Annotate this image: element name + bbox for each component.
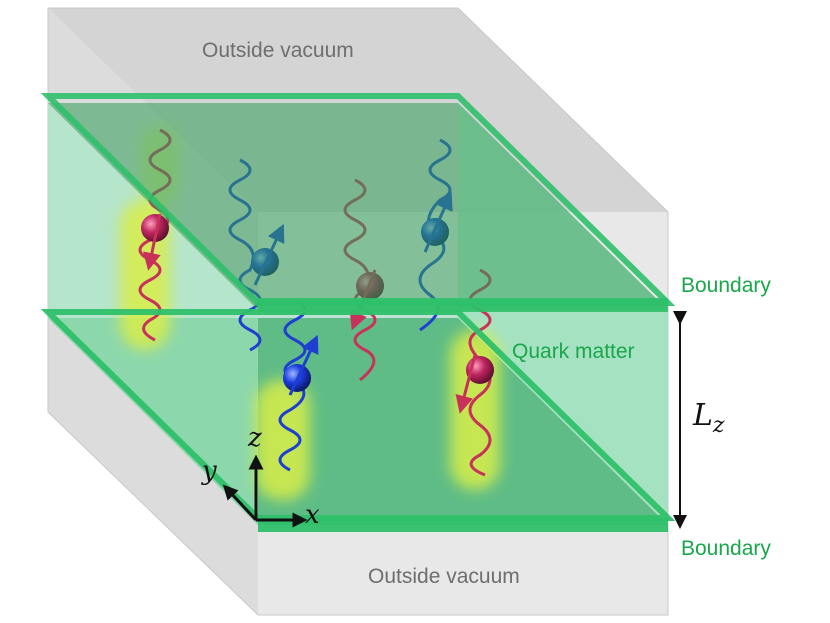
lz-label: Lz <box>693 398 725 438</box>
boundary-top-label: Boundary <box>681 274 771 297</box>
top-boundary-plane <box>40 93 676 312</box>
lz-main: L <box>693 398 713 433</box>
lz-sub: z <box>712 413 725 438</box>
coordinate-axes <box>222 454 308 528</box>
quark-matter-label: Quark matter <box>512 340 635 363</box>
outside-vacuum-top-label: Outside vacuum <box>202 39 354 62</box>
axis-z-label: z <box>248 423 262 453</box>
boundary-bottom-label: Boundary <box>681 537 771 560</box>
axis-x-label: x <box>305 500 320 530</box>
bottom-boundary-plane <box>40 309 676 532</box>
outside-vacuum-bottom-label: Outside vacuum <box>368 565 520 588</box>
axis-y-label: y <box>202 456 217 486</box>
